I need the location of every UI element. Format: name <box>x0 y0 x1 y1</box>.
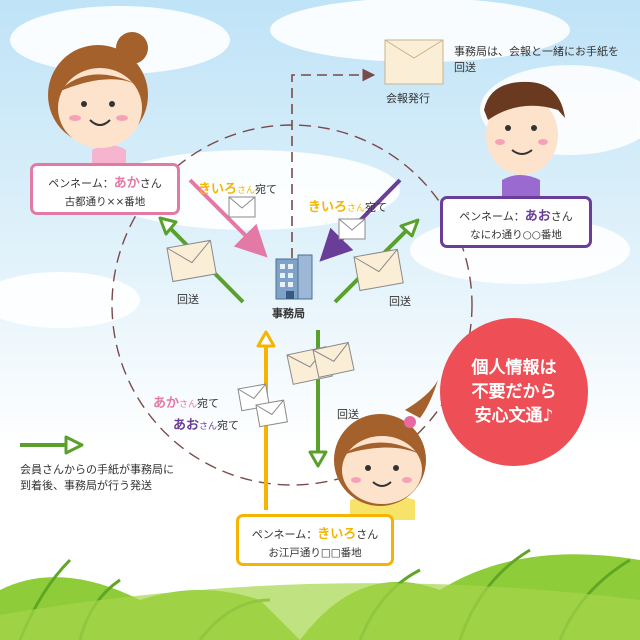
address-ao: なにわ通り○○番地 <box>443 227 589 242</box>
card-kiiro: ペンネーム：きいろさん お江戸通り□□番地 <box>236 514 394 566</box>
label-aka-to-kiiro: きいろさん宛て <box>198 178 277 197</box>
bubble-line-3: 安心文通♪ <box>472 404 557 428</box>
legend-text: 会員さんからの手紙が事務局に到着後、事務局が行う発送 <box>20 462 180 494</box>
person-aka-illustration <box>48 32 148 175</box>
label-ao-to-kiiro: きいろさん宛て <box>308 196 387 215</box>
bubble-line-2: 不要だから <box>472 380 557 404</box>
return-label-kiiro: 回送 <box>337 406 359 422</box>
envelope-icon <box>167 240 216 281</box>
bulletin-envelope-icon <box>385 40 443 84</box>
arrow-ao-to-office <box>325 180 400 256</box>
office-label: 事務局 <box>272 305 305 321</box>
envelope-icon <box>339 219 365 239</box>
envelope-icon <box>229 197 255 217</box>
envelope-icon <box>256 400 287 427</box>
label-kiiro-to-ao: あおさん宛て <box>173 414 239 433</box>
office-building-icon <box>276 255 312 299</box>
bulletin-label: 会報発行 <box>386 90 430 106</box>
return-label-aka: 回送 <box>177 291 199 307</box>
bubble-line-1: 個人情報は <box>472 356 557 380</box>
address-kiiro: お江戸通り□□番地 <box>239 545 391 560</box>
card-aka: ペンネーム：あかさん 古都通り××番地 <box>30 163 180 215</box>
person-ao-illustration <box>484 82 565 200</box>
bulletin-note: 事務局は、会報と一緒にお手紙を回送 <box>454 44 624 76</box>
card-ao: ペンネーム：あおさん なにわ通り○○番地 <box>440 196 592 248</box>
address-aka: 古都通り××番地 <box>33 194 177 209</box>
name-kiiro: きいろ <box>317 527 356 542</box>
privacy-bubble: 個人情報は 不要だから 安心文通♪ <box>440 318 588 466</box>
envelope-icon <box>354 249 403 290</box>
label-kiiro-to-aka: あかさん宛て <box>153 392 219 411</box>
person-kiiro-illustration <box>334 380 438 520</box>
name-aka: あか <box>114 176 140 191</box>
name-ao: あお <box>525 209 551 224</box>
return-label-ao: 回送 <box>389 293 411 309</box>
